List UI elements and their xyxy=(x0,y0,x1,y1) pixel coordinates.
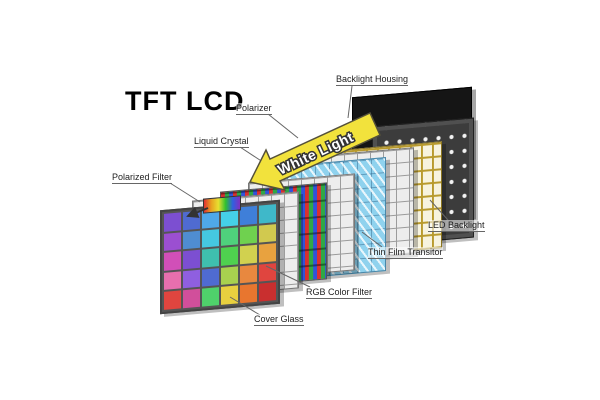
mosaic-cell xyxy=(202,287,219,307)
mosaic-cell xyxy=(240,225,257,245)
label-thin-film-transistor: Thin Film Transitor xyxy=(368,247,443,259)
mosaic-cell xyxy=(183,210,200,230)
mosaic-cell xyxy=(240,244,257,265)
mosaic-cell xyxy=(183,269,200,289)
mosaic-cell xyxy=(259,262,276,282)
label-polarizer: Polarizer xyxy=(236,103,272,115)
mosaic-cell xyxy=(183,289,200,309)
mosaic-cell xyxy=(202,228,219,248)
mosaic-cell xyxy=(259,282,276,302)
mosaic-cell xyxy=(164,212,181,232)
mosaic-cell xyxy=(183,249,200,270)
label-liquid-crystal: Liquid Crystal xyxy=(194,136,249,148)
mosaic-cell xyxy=(221,227,238,247)
label-polarized-filter: Polarized Filter xyxy=(112,172,173,184)
mosaic-cell xyxy=(240,284,257,304)
diagram-title: TFT LCD xyxy=(125,86,245,116)
mosaic-cell xyxy=(240,264,257,284)
label-backlight-housing: Backlight Housing xyxy=(336,74,409,86)
mosaic-cell xyxy=(221,266,238,286)
mosaic-cell xyxy=(259,223,276,243)
label-led-backlight: LED Backlight xyxy=(428,220,485,232)
label-cover-glass: Cover Glass xyxy=(254,314,304,326)
mosaic-cell xyxy=(259,204,276,224)
mosaic-cell xyxy=(164,251,181,271)
label-rgb-color-filter: RGB Color Filter xyxy=(306,287,373,299)
mosaic-cell xyxy=(164,232,181,252)
mosaic-cell xyxy=(259,243,276,263)
mosaic-cell xyxy=(164,271,181,291)
mosaic-cell xyxy=(240,205,257,225)
mosaic-cell xyxy=(221,246,238,266)
mosaic-cell xyxy=(202,267,219,287)
mosaic-cell xyxy=(183,230,200,250)
mosaic-cell xyxy=(164,290,181,310)
mosaic-cell xyxy=(221,285,238,305)
mosaic-cell xyxy=(202,248,219,268)
display-mosaic xyxy=(160,199,280,315)
